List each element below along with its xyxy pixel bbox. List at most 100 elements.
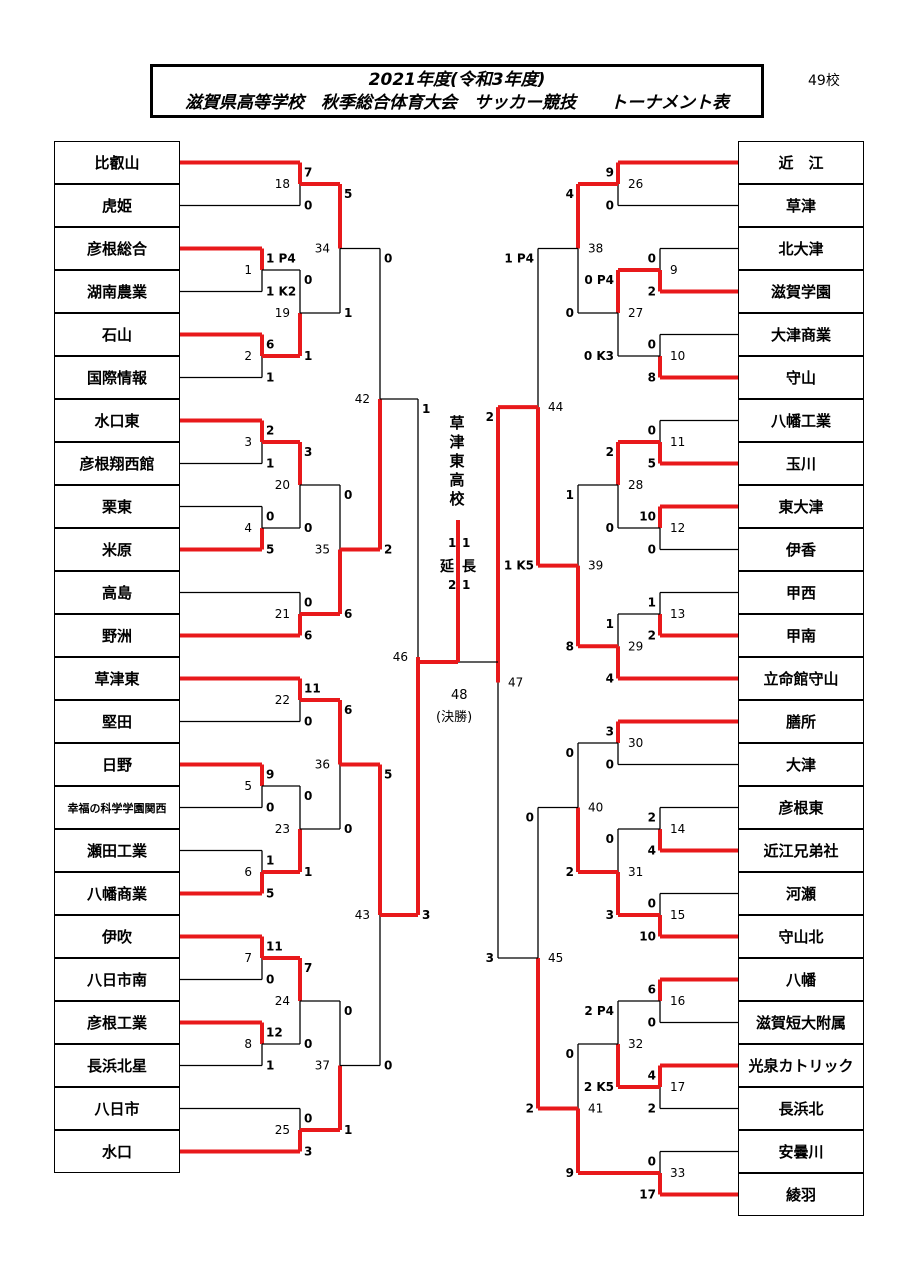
left-team-6: 国際情報 [54, 356, 180, 399]
match-score: 0 [266, 510, 274, 524]
match-score: 1 [266, 1059, 274, 1073]
right-team-18: 河瀬 [738, 872, 864, 915]
match-number: 16 [670, 994, 685, 1008]
match-score: 0 [304, 199, 312, 213]
title-year: 2021年度(令和3年度) [368, 70, 546, 90]
match-score: 11 [266, 940, 283, 954]
right-team-8: 玉川 [738, 442, 864, 485]
match-number: 14 [670, 822, 685, 836]
match-score: 0 [566, 1047, 574, 1061]
match-score: 5 [266, 887, 274, 901]
left-team-5: 石山 [54, 313, 180, 356]
match-score: 6 [344, 607, 352, 621]
match-number: 20 [275, 478, 290, 492]
right-team-10: 伊香 [738, 528, 864, 571]
final-ot-right-2: 1 [462, 578, 471, 592]
match-score: 2 [648, 285, 656, 299]
right-team-11: 甲西 [738, 571, 864, 614]
champion-name: 草 津 東 高 校 [447, 414, 467, 509]
right-team-2: 草津 [738, 184, 864, 227]
match-number: 44 [548, 400, 563, 414]
match-number: 30 [628, 736, 643, 750]
match-score: 4 [648, 1069, 656, 1083]
match-score: 6 [648, 983, 656, 997]
match-number: 18 [275, 177, 290, 191]
match-number: 13 [670, 607, 685, 621]
match-number: 23 [275, 822, 290, 836]
match-score: 5 [344, 187, 352, 201]
match-score: 12 [266, 1026, 283, 1040]
match-score: 9 [266, 768, 274, 782]
final-ot-right-1: 1 [462, 536, 471, 550]
right-team-13: 立命館守山 [738, 657, 864, 700]
match-number: 35 [315, 543, 330, 557]
match-score: 0 [648, 424, 656, 438]
match-score: 2 [384, 543, 392, 557]
final-ot-left-1: 1 [448, 536, 457, 550]
match-score: 0 [304, 521, 312, 535]
match-score: 0 [566, 746, 574, 760]
match-number: 2 [244, 349, 252, 363]
match-score: 0 [648, 338, 656, 352]
final-ot-label-2: 長 [462, 559, 476, 575]
match-score: 7 [304, 166, 312, 180]
left-team-2: 虎姫 [54, 184, 180, 227]
right-team-1: 近 江 [738, 141, 864, 184]
match-score: 2 [648, 811, 656, 825]
match-number: 29 [628, 639, 643, 653]
match-number: 45 [548, 951, 563, 965]
match-number: 15 [670, 908, 685, 922]
match-score: 3 [606, 725, 614, 739]
match-score: 2 [486, 410, 494, 424]
match-score: 3 [304, 1145, 312, 1159]
match-score: 4 [566, 187, 574, 201]
match-number: 34 [315, 242, 330, 256]
left-team-14: 堅田 [54, 700, 180, 743]
match-number: 19 [275, 306, 290, 320]
match-score: 6 [344, 703, 352, 717]
champion-char: 高 [449, 471, 465, 489]
match-score: 2 [648, 1102, 656, 1116]
champion-char: 校 [449, 490, 465, 508]
left-team-12: 野洲 [54, 614, 180, 657]
match-score: 1 [344, 1123, 352, 1137]
match-score: 2 K5 [584, 1080, 614, 1094]
match-score: 1 K2 [266, 285, 296, 299]
match-score: 9 [566, 1166, 574, 1180]
match-score: 0 [344, 822, 352, 836]
match-score: 0 [384, 1059, 392, 1073]
match-number: 9 [670, 263, 678, 277]
match-number: 12 [670, 521, 685, 535]
left-team-16: 幸福の科学学園関西 [54, 786, 180, 829]
match-score: 0 [304, 1112, 312, 1126]
match-score: 1 [648, 596, 656, 610]
match-number: 40 [588, 801, 603, 815]
match-number: 6 [244, 865, 252, 879]
right-team-16: 彦根東 [738, 786, 864, 829]
right-team-19: 守山北 [738, 915, 864, 958]
match-number: 33 [670, 1166, 685, 1180]
match-number: 17 [670, 1080, 685, 1094]
match-score: 0 [304, 789, 312, 803]
match-score: 0 P4 [584, 273, 614, 287]
match-score: 1 [304, 865, 312, 879]
final-ot-label-1: 延 [440, 559, 454, 575]
match-score: 11 [304, 682, 321, 696]
match-score: 0 [606, 758, 614, 772]
left-team-18: 八幡商業 [54, 872, 180, 915]
left-team-13: 草津東 [54, 657, 180, 700]
match-score: 0 [606, 199, 614, 213]
match-score: 1 [566, 488, 574, 502]
match-number: 24 [275, 994, 290, 1008]
match-score: 0 [304, 596, 312, 610]
right-team-6: 守山 [738, 356, 864, 399]
left-team-10: 米原 [54, 528, 180, 571]
match-score: 6 [304, 629, 312, 643]
match-score: 5 [648, 457, 656, 471]
match-score: 0 K3 [584, 349, 614, 363]
match-score: 0 [648, 252, 656, 266]
match-number: 32 [628, 1037, 643, 1051]
match-score: 8 [566, 639, 574, 653]
match-score: 3 [422, 908, 430, 922]
final-ot-left-2: 2 [448, 578, 457, 592]
